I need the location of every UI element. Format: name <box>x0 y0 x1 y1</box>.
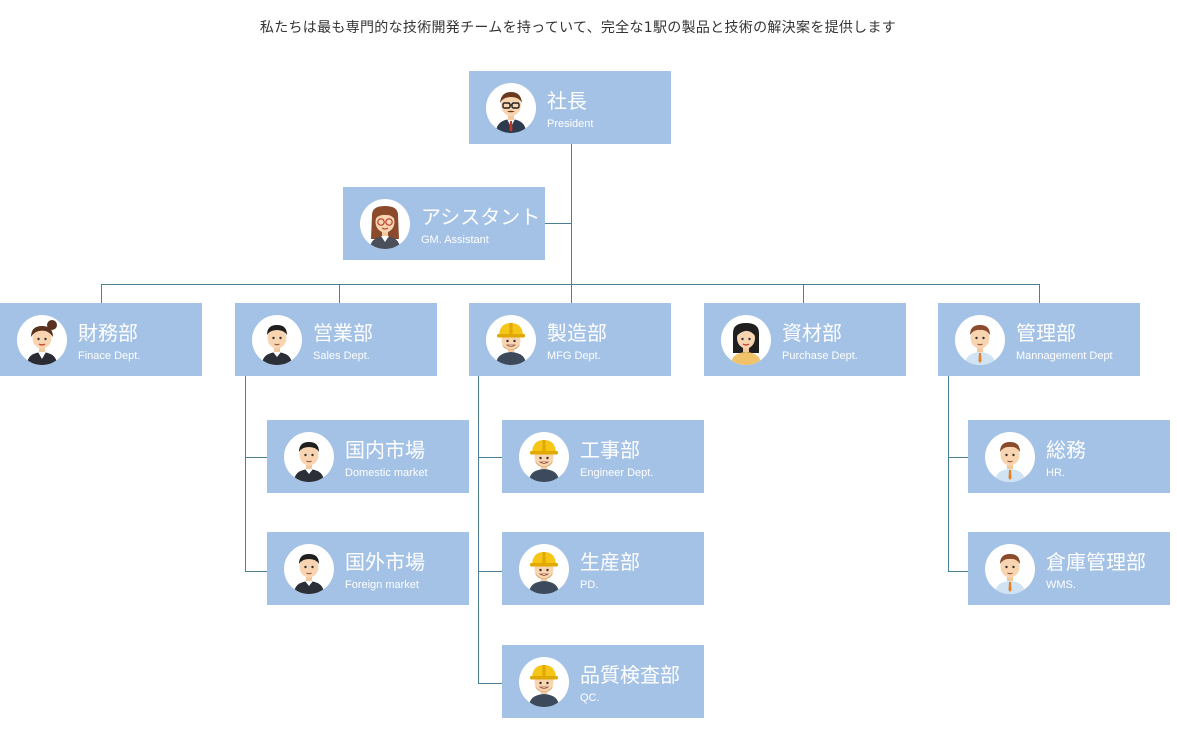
node-subtitle: Finace Dept. <box>78 350 141 362</box>
node-qc[interactable]: 品質検査部 QC. <box>502 645 704 718</box>
node-title: 財務部 <box>78 321 138 345</box>
node-title: 国外市場 <box>345 550 425 574</box>
node-title: 工事部 <box>580 438 640 462</box>
node-title: 社長 <box>547 89 587 113</box>
node-title: 品質検査部 <box>580 663 680 687</box>
node-title: 生産部 <box>580 550 640 574</box>
node-subtitle: Engineer Dept. <box>580 467 654 479</box>
node-title: 国内市場 <box>345 438 425 462</box>
node-subtitle: WMS. <box>1046 579 1076 591</box>
node-subtitle: QC. <box>580 692 600 704</box>
worker-helmet-avatar-icon <box>519 544 569 594</box>
node-purchase[interactable]: 資材部 Purchase Dept. <box>704 303 906 376</box>
node-title: 製造部 <box>547 321 607 345</box>
node-subtitle: MFG Dept. <box>547 350 601 362</box>
node-foreign[interactable]: 国外市場 Foreign market <box>267 532 469 605</box>
man-suit-avatar-icon <box>284 432 334 482</box>
node-hr[interactable]: 総務 HR. <box>968 420 1170 493</box>
man-shirt-avatar-icon <box>985 544 1035 594</box>
node-title: 総務 <box>1046 438 1086 462</box>
woman-black-hair-avatar-icon <box>721 315 771 365</box>
worker-helmet-avatar-icon <box>519 432 569 482</box>
chart-caption: 私たちは最も専門的な技術開発チームを持っていて、完全な1駅の製品と技術の解決案を… <box>259 20 897 36</box>
node-title: 営業部 <box>313 321 373 345</box>
node-subtitle: Purchase Dept. <box>782 350 858 362</box>
node-mfg[interactable]: 製造部 MFG Dept. <box>469 303 671 376</box>
node-subtitle: President <box>547 118 594 130</box>
node-domestic[interactable]: 国内市場 Domestic market <box>267 420 469 493</box>
node-assistant[interactable]: アシスタント GM. Assistant <box>343 187 545 260</box>
node-management[interactable]: 管理部 Mannagement Dept <box>938 303 1140 376</box>
node-pd[interactable]: 生産部 PD. <box>502 532 704 605</box>
node-wms[interactable]: 倉庫管理部 WMS. <box>968 532 1170 605</box>
node-subtitle: HR. <box>1046 467 1065 479</box>
node-finance[interactable]: 財務部 Finace Dept. <box>0 303 202 376</box>
worker-helmet-avatar-icon <box>486 315 536 365</box>
node-title: 倉庫管理部 <box>1046 550 1146 574</box>
node-title: 管理部 <box>1016 321 1076 345</box>
man-shirt-avatar-icon <box>955 315 1005 365</box>
man-suit-avatar-icon <box>284 544 334 594</box>
worker-helmet-avatar-icon <box>519 657 569 707</box>
node-subtitle: Domestic market <box>345 467 428 479</box>
node-subtitle: Sales Dept. <box>313 350 370 362</box>
node-title: アシスタント <box>421 205 541 229</box>
node-title: 資材部 <box>782 321 842 345</box>
node-subtitle: PD. <box>580 579 599 591</box>
man-shirt-avatar-icon <box>985 432 1035 482</box>
node-subtitle: Mannagement Dept <box>1016 350 1113 362</box>
node-sales[interactable]: 営業部 Sales Dept. <box>235 303 437 376</box>
node-engineer[interactable]: 工事部 Engineer Dept. <box>502 420 704 493</box>
man-glasses-avatar-icon <box>486 83 536 133</box>
node-subtitle: GM. Assistant <box>421 234 489 246</box>
man-suit-avatar-icon <box>252 315 302 365</box>
node-subtitle: Foreign market <box>345 579 419 591</box>
node-president[interactable]: 社長 President <box>469 71 671 144</box>
woman-glasses-avatar-icon <box>360 199 410 249</box>
woman-bun-avatar-icon <box>17 315 67 365</box>
